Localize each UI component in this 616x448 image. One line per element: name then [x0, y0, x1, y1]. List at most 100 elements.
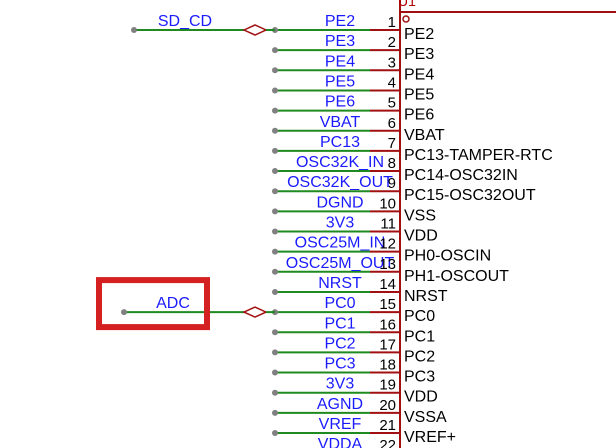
port-sd-cd[interactable]: SD_CD [131, 13, 275, 36]
net-label: VREF [319, 416, 362, 433]
junction-dot-icon [272, 349, 278, 356]
pin-name: PC2 [404, 348, 435, 365]
junction-dot-icon [272, 430, 278, 436]
net-label: AGND [317, 396, 363, 413]
port-end-dot-icon [131, 27, 137, 33]
port-label: ADC [156, 295, 190, 312]
pin-number: 4 [388, 74, 396, 91]
net-label: OSC32K_IN [296, 154, 384, 171]
net-label: PE5 [325, 73, 355, 90]
pin-name: PC14-OSC32IN [404, 167, 518, 184]
pin-number: 13 [379, 256, 396, 273]
pin-number: 16 [379, 316, 396, 333]
net-label: PE2 [325, 13, 355, 30]
pin-name: NRST [404, 288, 448, 305]
net-label: OSC25M_OUT [286, 255, 395, 272]
pin-number: 18 [379, 357, 396, 374]
pin-number: 22 [379, 437, 396, 448]
pin-number: 21 [379, 417, 396, 434]
junction-dot-icon [272, 147, 278, 154]
net-label: PC2 [324, 335, 355, 352]
net-label: PC13 [320, 134, 360, 151]
port-diamond-icon [242, 306, 268, 318]
port-label: SD_CD [158, 13, 212, 30]
pin-number: 8 [388, 155, 396, 172]
junction-dot-icon [272, 87, 278, 94]
junction-dot-icon [272, 409, 278, 416]
net-label: 3V3 [326, 376, 355, 393]
junction-dot-icon [272, 107, 278, 114]
pin-name: PC0 [404, 308, 435, 325]
net-label: NRST [318, 275, 362, 292]
pin-number: 1 [388, 14, 396, 31]
pin-number: 14 [379, 276, 396, 293]
junction-dot-icon [272, 208, 278, 215]
pin-name: PC15-OSC32OUT [404, 187, 536, 204]
junction-dot-icon [272, 248, 278, 255]
net-label: DGND [316, 194, 363, 211]
net-label: 3V3 [326, 215, 355, 232]
pin-name: PE4 [404, 66, 434, 83]
net-label: OSC25M_IN [295, 235, 386, 252]
pin1-marker-icon [402, 15, 410, 23]
pin-name: PE2 [404, 26, 434, 43]
pin-number: 3 [388, 54, 396, 71]
port-diamond-icon [242, 24, 268, 36]
pin-name: VSSA [404, 409, 447, 426]
port-adc[interactable]: ADC [121, 295, 275, 318]
pin-number: 12 [379, 236, 396, 253]
pin-number: 15 [379, 296, 396, 313]
net-label: PC1 [324, 315, 355, 332]
pin-number: 7 [388, 135, 396, 152]
pin-number: 11 [380, 216, 396, 233]
net-label: PE3 [325, 33, 355, 50]
junction-dot-icon [272, 329, 278, 336]
net-label: PE6 [325, 94, 355, 111]
pin-name: PE5 [404, 86, 434, 103]
pin-name: VREF+ [404, 429, 456, 446]
net-label: PC0 [324, 295, 355, 312]
pin-name: VBAT [404, 127, 445, 144]
highlight-layer [96, 277, 210, 331]
junction-dot-icon [272, 188, 278, 195]
highlight-box [96, 277, 210, 331]
junction-dot-icon [272, 268, 278, 275]
pin-number: 9 [388, 175, 396, 192]
junction-dot-icon [272, 369, 278, 376]
external-ports-layer: SD_CD ADC [121, 13, 275, 318]
pin-name: VDD [404, 228, 438, 245]
pin-name: PE3 [404, 46, 434, 63]
pin-name: VSS [404, 207, 436, 224]
net-label: VBAT [320, 114, 361, 131]
pin-name: PC3 [404, 369, 435, 386]
pin-name: PC13-TAMPER-RTC [404, 147, 553, 164]
pin-number: 6 [388, 115, 396, 132]
junction-dot-icon [272, 47, 278, 54]
pin-number: 2 [388, 34, 396, 51]
pin-name: PC1 [404, 328, 435, 345]
